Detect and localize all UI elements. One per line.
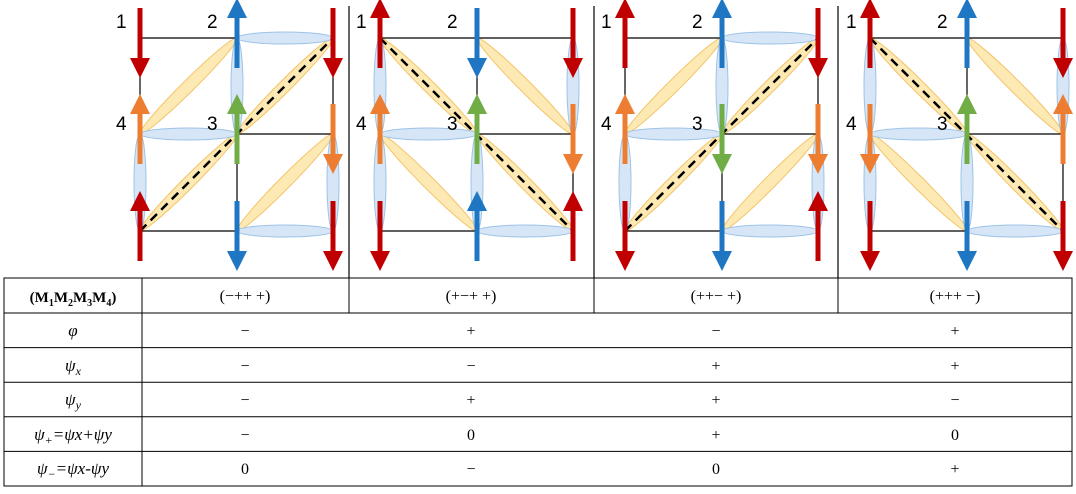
- table-row: − + + −: [240, 392, 959, 409]
- site-label-4: 4: [846, 114, 857, 135]
- panel-separators: [348, 6, 839, 278]
- table-cell: −: [240, 358, 249, 375]
- spin-arrows: [130, 0, 343, 271]
- site-label-1: 1: [846, 12, 857, 33]
- spin-arrows: [860, 0, 1073, 271]
- table-row: − + − +: [240, 323, 959, 340]
- table-cell: 0: [467, 427, 475, 444]
- orbital-ellipse: [624, 127, 723, 141]
- table-cell: −: [950, 392, 959, 409]
- row-label-psi-y: ψy: [65, 390, 82, 412]
- site-labels: 1 2 3 4: [601, 12, 703, 135]
- bond-leaf: [721, 133, 819, 232]
- table-cell: +: [711, 427, 720, 444]
- orbital-ellipse: [139, 127, 238, 141]
- orbital-ellipse: [236, 224, 334, 238]
- site-label-3: 3: [937, 114, 948, 135]
- table-row: − 0 + 0: [240, 427, 959, 444]
- bond-leaf: [624, 37, 723, 135]
- site-labels: 1 2 3 4: [116, 12, 218, 135]
- site-label-3: 3: [447, 114, 458, 135]
- panel-1: 1 2 3 4: [116, 0, 343, 271]
- site-labels: 1 2 3 4: [356, 12, 458, 135]
- orbital-ellipse: [721, 31, 819, 45]
- orbital-ellipse: [869, 127, 968, 141]
- table-cell: −: [240, 323, 249, 340]
- table-cell: +: [466, 392, 475, 409]
- row-label-phi: φ: [68, 321, 77, 340]
- table-cell: −: [711, 323, 720, 340]
- table-cell: −: [240, 392, 249, 409]
- site-labels: 1 2 3 4: [846, 12, 948, 135]
- column-header-4: (+++ −): [930, 288, 981, 305]
- site-label-3: 3: [207, 114, 218, 135]
- orbital-ellipse: [476, 224, 574, 238]
- site-label-1: 1: [116, 12, 127, 33]
- site-label-2: 2: [207, 12, 218, 33]
- site-label-2: 2: [447, 12, 458, 33]
- table-cell: −: [240, 427, 249, 444]
- table-cell: 0: [241, 461, 249, 478]
- spin-arrows: [370, 0, 583, 271]
- orbital-ellipse: [966, 224, 1064, 238]
- site-label-4: 4: [356, 114, 367, 135]
- table-row: − − + +: [240, 358, 959, 375]
- bond-leaf: [139, 37, 238, 135]
- table-cell: +: [466, 323, 475, 340]
- site-label-1: 1: [356, 12, 367, 33]
- panel-4: 1 2 3 4: [846, 0, 1073, 271]
- table-grid: [3, 277, 1073, 487]
- panel-2: 1 2 3 4: [356, 0, 583, 271]
- site-label-2: 2: [692, 12, 703, 33]
- symmetry-table: (M1M2M3M4) (−++ +) (+−+ +) (++− +) (+++ …: [3, 277, 1073, 487]
- bond-leaf: [236, 133, 334, 232]
- table-cell: +: [950, 461, 959, 478]
- orbital-ellipse: [379, 127, 478, 141]
- site-label-4: 4: [116, 114, 127, 135]
- table-cell: +: [711, 392, 720, 409]
- bond-leaf: [476, 37, 574, 135]
- table-cell: 0: [951, 427, 959, 444]
- spin-arrows: [615, 0, 828, 271]
- bond-leaf: [869, 133, 968, 232]
- row-label-psi-minus: ψ−=ψx-ψy: [37, 459, 109, 481]
- table-header-label: (M1M2M3M4): [30, 290, 117, 309]
- site-label-2: 2: [937, 12, 948, 33]
- site-label-4: 4: [601, 114, 612, 135]
- table-cell: +: [950, 358, 959, 375]
- orbital-ellipse: [721, 224, 819, 238]
- column-header-3: (++− +): [691, 288, 742, 305]
- column-header-1: (−++ +): [220, 288, 271, 305]
- table-cell: +: [711, 358, 720, 375]
- table-cell: −: [466, 358, 475, 375]
- bond-leaf: [379, 133, 478, 232]
- table-cell: +: [950, 323, 959, 340]
- table-cell: 0: [712, 461, 720, 478]
- table-row: 0 − 0 +: [241, 461, 960, 478]
- panel-3: 1 2 3 4: [601, 0, 828, 271]
- site-label-1: 1: [601, 12, 612, 33]
- bond-leaf: [966, 37, 1064, 135]
- site-label-3: 3: [692, 114, 703, 135]
- row-label-psi-plus: ψ+=ψx+ψy: [34, 425, 112, 447]
- column-header-2: (+−+ +): [446, 288, 497, 305]
- lattice-panels: 1 2 3 4 1 2 3 4 1 2 3 4 1 2 3 4: [116, 0, 1073, 271]
- row-label-psi-x: ψx: [65, 356, 82, 378]
- table-cell: −: [466, 461, 475, 478]
- orbital-ellipse: [236, 31, 334, 45]
